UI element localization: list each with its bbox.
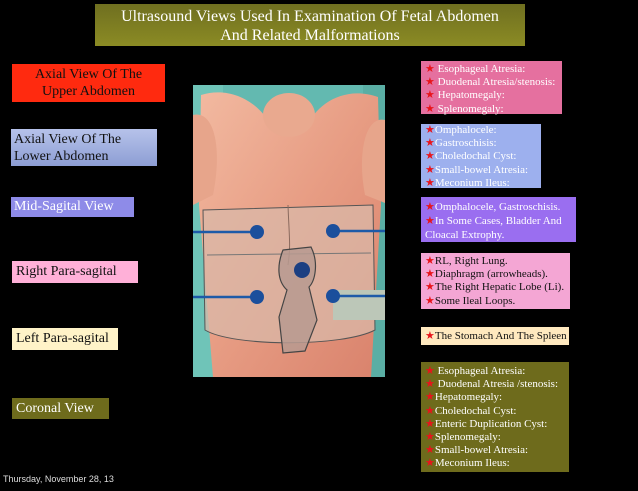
desc-line: ★The Stomach And The Spleen [425, 330, 567, 342]
desc-line: ★Diaphragm (arrowheads). [425, 268, 548, 281]
desc-line: ★ Splenomegaly: [425, 102, 504, 115]
desc-box-mid-sagital: ★Omphalocele, Gastroschisis. ★In Some Ca… [421, 197, 576, 242]
desc-line: ★ Duodenal Atresia /stenosis: [425, 378, 558, 391]
fetal-abdomen-illustration [193, 85, 385, 377]
view-label-line: Axial View Of The [34, 67, 143, 82]
view-label-axial-upper: Axial View Of The Upper Abdomen [12, 64, 165, 102]
desc-box-coronal: ★ Esophageal Atresia: ★ Duodenal Atresia… [421, 362, 569, 472]
star-icon: ★ [425, 76, 435, 89]
desc-line: ★ Hepatomegaly: [425, 89, 505, 102]
desc-line: ★Small-bowel Atresia: [425, 163, 529, 176]
star-icon: ★ [425, 417, 435, 430]
star-icon: ★ [425, 102, 435, 115]
desc-line: ★ Duodenal Atresia/stenosis: [425, 76, 556, 89]
view-label-axial-lower: Axial View Of The Lower Abdomen [11, 129, 157, 166]
star-icon: ★ [425, 124, 435, 136]
slide-title: Ultrasound Views Used In Examination Of … [95, 4, 525, 46]
star-icon: ★ [425, 63, 435, 75]
desc-line: ★In Some Cases, Bladder And [425, 215, 562, 227]
desc-line: ★ Esophageal Atresia: [425, 63, 526, 75]
desc-box-left-para-sagital: ★The Stomach And The Spleen [421, 327, 569, 345]
star-icon: ★ [425, 365, 435, 377]
star-icon: ★ [425, 150, 435, 163]
star-icon: ★ [425, 294, 435, 307]
desc-line: ★Splenomegaly: [425, 431, 501, 444]
view-label-line: Lower Abdomen [14, 149, 109, 164]
star-icon: ★ [425, 330, 435, 342]
star-icon: ★ [425, 176, 435, 189]
desc-line: ★Meconium Ileus: [425, 176, 510, 189]
desc-line: ★The Right Hepatic Lobe (Li). [425, 281, 565, 294]
desc-line: ★Omphalocele: [425, 124, 497, 136]
view-label-line: Left Para-sagital [16, 331, 109, 346]
star-icon: ★ [425, 281, 435, 294]
title-line-1: Ultrasound Views Used In Examination Of … [121, 8, 499, 25]
star-icon: ★ [425, 215, 435, 227]
title-line-2: And Related Malformations [220, 27, 400, 44]
fetal-abdomen-image [193, 85, 385, 377]
star-icon: ★ [425, 404, 435, 417]
star-icon: ★ [425, 378, 435, 391]
desc-box-upper-abdomen: ★ Esophageal Atresia: ★ Duodenal Atresia… [421, 61, 562, 115]
view-label-line: Right Para-sagital [16, 264, 117, 279]
star-icon: ★ [425, 201, 435, 213]
desc-line: ★Choledochal Cyst: [425, 404, 517, 417]
view-label-line: Mid-Sagital View [14, 199, 114, 214]
desc-line: ★Hepatomegaly: [425, 391, 503, 404]
star-icon: ★ [425, 89, 435, 102]
desc-line: ★Gastroschisis: [425, 137, 497, 150]
desc-line: ★Meconium Ileus: [425, 457, 510, 470]
star-icon: ★ [425, 444, 435, 457]
view-label-line: Upper Abdomen [42, 84, 135, 99]
desc-line: ★Small-bowel Atresia: [425, 444, 529, 457]
view-label-line: Coronal View [16, 401, 94, 416]
star-icon: ★ [425, 137, 435, 150]
desc-line: ★Omphalocele, Gastroschisis. [425, 201, 561, 213]
desc-box-right-para-sagital: ★RL, Right Lung. ★Diaphragm (arrowheads)… [421, 253, 570, 309]
view-label-coronal: Coronal View [12, 398, 109, 419]
desc-line: ★Some Ileal Loops. [425, 294, 516, 307]
desc-line: ★RL, Right Lung. [425, 255, 508, 267]
star-icon: ★ [425, 391, 435, 404]
desc-line: ★Enteric Duplication Cyst: [425, 417, 548, 430]
star-icon: ★ [425, 457, 435, 470]
star-icon: ★ [425, 255, 435, 267]
view-label-line: Axial View Of The [14, 132, 122, 147]
view-label-mid-sagital: Mid-Sagital View [11, 197, 134, 217]
desc-line: ★Choledochal Cyst: [425, 150, 517, 163]
star-icon: ★ [425, 268, 435, 281]
view-label-right-para-sagital: Right Para-sagital [12, 261, 138, 283]
desc-line: ★ Esophageal Atresia: [425, 365, 526, 377]
view-label-left-para-sagital: Left Para-sagital [12, 328, 118, 350]
star-icon: ★ [425, 431, 435, 444]
star-icon: ★ [425, 163, 435, 176]
desc-line: Cloacal Extrophy. [425, 229, 505, 241]
footer-date: Thursday, November 28, 13 [3, 474, 114, 484]
desc-box-lower-abdomen: ★Omphalocele: ★Gastroschisis: ★Choledoch… [421, 124, 541, 189]
